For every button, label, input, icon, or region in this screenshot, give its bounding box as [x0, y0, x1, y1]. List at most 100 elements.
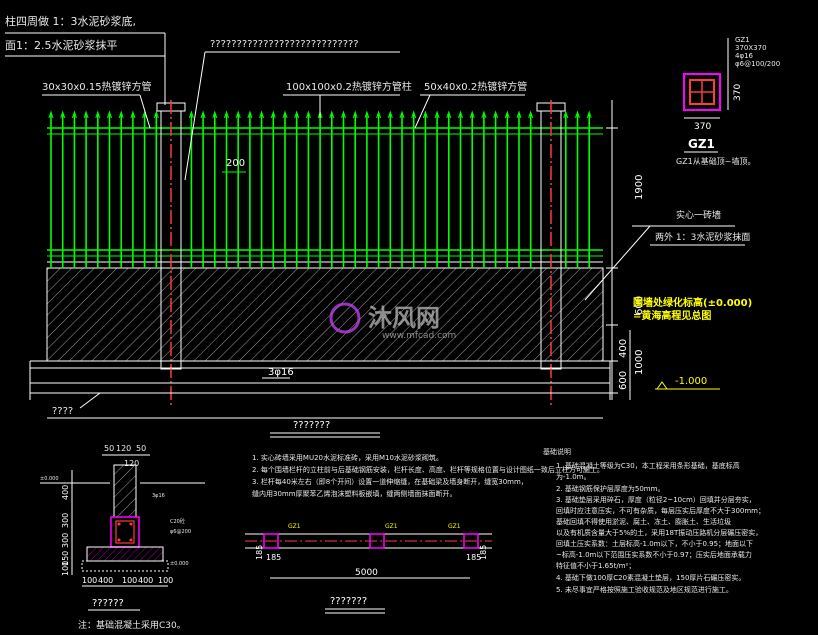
- picket-tip: [153, 110, 159, 119]
- picket-tip: [282, 110, 288, 119]
- sec-bedding: [81, 560, 169, 572]
- sec-footing: [86, 546, 164, 562]
- picket-tip: [446, 110, 452, 119]
- sec-bot-0: 100: [82, 576, 97, 585]
- picket-tip: [504, 110, 510, 119]
- dim-600b: 600: [618, 371, 629, 390]
- sec-left-300a: 300: [61, 513, 70, 528]
- gz1-header-1: 370X370: [735, 44, 767, 52]
- picket-tip: [212, 110, 218, 119]
- sec-left-100: 100: [61, 561, 70, 576]
- pipe-right-label: 50x40x0.2热镀锌方管: [424, 80, 527, 93]
- gz1-dim-side: 370: [733, 84, 743, 101]
- picket-tip: [329, 110, 335, 119]
- gz1-header-0: GZ1: [735, 36, 750, 44]
- sec-label-level2: ±0.000: [170, 561, 189, 567]
- plan-tag-2: GZ1: [385, 523, 398, 530]
- elevation-bottom-label: ????: [52, 406, 73, 417]
- picket-tip: [493, 110, 499, 119]
- plan-post-1: [263, 533, 279, 549]
- foundation-section: 50 120 50 120 400 300 300 150 100 100 40…: [40, 444, 205, 631]
- gz1-note: GZ1从基础顶~墙顶。: [676, 156, 755, 166]
- base-note-8: ~标高-1.0m以下范围压实系数不小于0.97；压实后地面承载力: [556, 550, 752, 559]
- watermark: 沐风网 www.mfcad.com: [329, 302, 456, 341]
- plan-tag-3: GZ1: [448, 523, 461, 530]
- picket-tip: [364, 110, 370, 119]
- picket-tip: [294, 110, 300, 119]
- picket-tip: [247, 110, 253, 119]
- picket-tip: [224, 110, 229, 119]
- picket-tip: [376, 110, 382, 119]
- note-2: 2. 每个围墙栏杆的立柱前与后基础钢筋安装，栏杆长度、高度、栏杆等规格位置与设计…: [252, 465, 604, 474]
- plan-dim-0: 185: [255, 545, 264, 560]
- picket-tip: [434, 110, 440, 119]
- brick-wall: [46, 267, 604, 362]
- foundation-notes: 基础说明 1. 基础混凝土等级为C30，本工程采用条形基础，基底标高 为-1.0…: [543, 447, 765, 594]
- sec-bot-3: 400: [138, 576, 153, 585]
- plan-post-3: [463, 533, 479, 549]
- gz1-dim-bottom: 370: [694, 122, 711, 132]
- picket-tip: [481, 110, 487, 119]
- notes-title: ???????: [293, 420, 330, 431]
- picket-tip: [469, 110, 475, 119]
- plan-dim-1: 185: [266, 553, 281, 562]
- base-title: 基础说明: [543, 447, 571, 456]
- sec-left-150: 150: [61, 551, 70, 566]
- picket-tip: [458, 110, 463, 119]
- base-note-2: 2. 基础钢筋保护层厚度为50mm。: [556, 484, 664, 493]
- picket-tip: [200, 110, 206, 119]
- surface-note: 面1：2.5水泥砂浆抹平: [5, 38, 118, 52]
- picket-tip: [270, 110, 276, 119]
- sec-dim-50b: 50: [136, 444, 146, 453]
- base-note-11: 5. 未尽事宜严格按照施工验收规范及地区规范进行施工。: [556, 585, 733, 594]
- post-pipe-label: 100x100x0.2热镀锌方管柱: [286, 80, 412, 93]
- picket-tip: [118, 110, 124, 119]
- base-note-1: 为-1.0m。: [556, 472, 590, 481]
- fence-elevation: ???? 3φ16 柱四周做 1：3水泥砂浆底, 面1：2.5水泥砂浆抹平 ??…: [5, 14, 752, 419]
- fence-plan: GZ1 GZ1 GZ1 185 185 185 185 5000 ???????: [245, 523, 492, 614]
- question-note: ????????????????????????????: [210, 39, 359, 50]
- picket-tip: [399, 110, 405, 119]
- fence-pickets: [48, 110, 592, 268]
- solid-wall-label: 实心一砖墙: [676, 209, 721, 221]
- plan-post-2: [369, 533, 385, 549]
- sec-label-level: ±0.000: [40, 476, 59, 482]
- picket-tip: [235, 110, 241, 119]
- gz1-title: GZ1: [688, 137, 715, 151]
- level-note-2: =黄海高程见总图: [633, 309, 711, 322]
- sec-dim-120b: 120: [124, 459, 139, 468]
- base-note-0: 1. 基础混凝土等级为C30，本工程采用条形基础，基底标高: [556, 461, 740, 470]
- general-notes: ??????? 1. 实心砖墙采用MU20水泥标准砖，采用M10水泥砂浆砌筑。 …: [252, 420, 604, 498]
- base-note-6: 以及有机质含量大于5%的土，采用18T振动压路机分层碾压密实，: [556, 528, 762, 537]
- picket-tip: [60, 110, 66, 119]
- picket-tip: [107, 110, 112, 119]
- cap-note: 柱四周做 1：3水泥砂浆底,: [5, 14, 136, 28]
- plaster-label: 两外 1：3水泥砂浆抹面: [655, 231, 750, 243]
- rebar-label: 3φ16: [268, 367, 294, 378]
- picket-tip: [95, 110, 101, 119]
- picket-tip: [130, 110, 136, 119]
- picket-tip: [422, 110, 428, 119]
- sec-left-400: 400: [61, 485, 70, 500]
- sec-label-rebar: 3φ16: [152, 493, 165, 499]
- level-minus: -1.000: [675, 376, 707, 387]
- sec-dim-50a: 50: [104, 444, 114, 453]
- picket-tip: [259, 110, 265, 119]
- picket-tip: [528, 110, 534, 119]
- sec-label-c20: C20砼: [170, 518, 185, 525]
- gz1-outline: [683, 73, 721, 111]
- picket-tip: [188, 110, 194, 119]
- note-4: 缝内用30mm厚聚苯乙烯泡沫塑料板嵌填，缝两侧墙面抹面断开。: [252, 489, 457, 498]
- picket-tip: [352, 110, 358, 119]
- level-note: 围墙处绿化标高(±0.000): [633, 296, 752, 309]
- base-note-10: 4. 基础下做100厚C20素混凝土垫层，150厚片石碾压密实。: [556, 573, 745, 582]
- note-1: 1. 实心砖墙采用MU20水泥标准砖，采用M10水泥砂浆砌筑。: [252, 453, 443, 462]
- gz1-header-3: φ6@100/200: [735, 60, 780, 68]
- sec-bot-4: 100: [158, 576, 173, 585]
- plan-title: ???????: [330, 596, 367, 607]
- sec-label-stirrup: φ6@200: [170, 529, 191, 535]
- plan-dim-2: 185: [466, 553, 481, 562]
- watermark-url: www.mfcad.com: [382, 331, 456, 341]
- plan-dim-3: 185: [479, 545, 488, 560]
